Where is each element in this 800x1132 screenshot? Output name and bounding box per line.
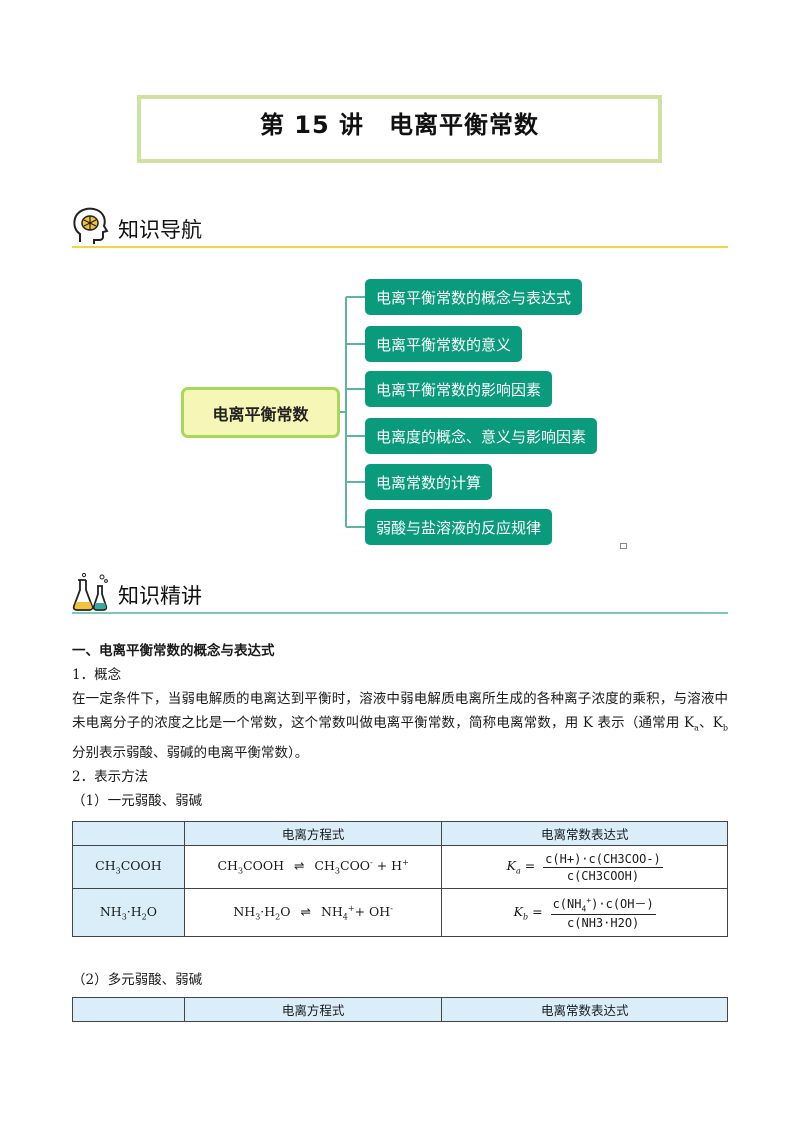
species-cell: CH3COOH (72, 845, 185, 889)
table-header-row: 电离方程式 电离常数表达式 (72, 997, 728, 1022)
subheading-representation: 2．表示方法 (72, 768, 149, 785)
para-sub-a: a (694, 723, 699, 733)
para-text-1: 在一定条件下，当弱电解质的电离达到平衡时，溶液中弱电解质电离所生成的各种离子浓度… (72, 691, 728, 731)
section-header-lecture: 知识精讲 (72, 572, 728, 616)
equation-cell: NH3·H2O ⇌ NH4++ OH- (183, 888, 443, 937)
equilibrium-arrow-icon: ⇌ (293, 858, 305, 874)
para-text-2: 分别表示弱酸、弱碱的电离平衡常数）。 (72, 744, 309, 761)
heading-concept: 一、电离平衡常数的概念与表达式 (72, 643, 275, 659)
k-expression-cell: Kb = c(NH4+)·c(OH－)c(NH3·H2O) (441, 888, 728, 937)
case-polybasic-block: （2）多元弱酸、弱碱 (72, 968, 728, 992)
table-polybasic: 电离方程式 电离常数表达式 (72, 997, 728, 1022)
page-title: 第 15 讲 电离平衡常数 (259, 111, 540, 139)
case-polybasic: （2）多元弱酸、弱碱 (72, 972, 203, 988)
table-header-row: 电离方程式 电离常数表达式 (72, 821, 728, 846)
section-lecture-rule (72, 612, 728, 614)
para-sub-b: b (722, 723, 728, 733)
header-cell: 电离方程式 (183, 821, 443, 846)
section-lecture-label: 知识精讲 (118, 584, 202, 608)
mindmap-branch: 电离常数的计算 (365, 464, 493, 500)
mindmap-branch: 电离平衡常数的概念与表达式 (365, 279, 583, 315)
brain-head-icon (72, 206, 110, 246)
mindmap-branch: 弱酸与盐溶液的反应规律 (365, 509, 553, 545)
flask-icon (72, 572, 110, 612)
header-cell (72, 821, 185, 846)
resize-mark-icon (620, 543, 627, 549)
mindmap-branch: 电离平衡常数的影响因素 (365, 371, 553, 407)
header-cell: 电离方程式 (183, 997, 443, 1022)
header-cell: 电离常数表达式 (441, 821, 728, 846)
header-cell (72, 997, 185, 1022)
table-monobasic: 电离方程式 电离常数表达式 CH3COOH CH3COOH ⇌ CH3COO- … (72, 821, 728, 937)
mindmap-branch: 电离度的概念、意义与影响因素 (365, 418, 598, 454)
mindmap-root: 电离平衡常数 (181, 387, 340, 438)
title-box: 第 15 讲 电离平衡常数 (137, 95, 662, 163)
header-cell: 电离常数表达式 (441, 997, 728, 1022)
case-monobasic: （1）一元弱酸、弱碱 (72, 792, 203, 809)
para-text-mid: 、K (698, 715, 723, 731)
content-block: 一、电离平衡常数的概念与表达式 1．概念 在一定条件下，当弱电解质的电离达到平衡… (72, 639, 728, 813)
section-nav-label: 知识导航 (118, 218, 202, 242)
equation-cell: CH3COOH ⇌ CH3COO- + H+ (183, 845, 443, 889)
table-row: NH3·H2O NH3·H2O ⇌ NH4++ OH- Kb = c(NH4+)… (72, 888, 728, 937)
section-nav-rule (72, 246, 728, 248)
subheading-concept: 1．概念 (72, 667, 122, 683)
paragraph-concept: 在一定条件下，当弱电解质的电离达到平衡时，溶液中弱电解质电离所生成的各种离子浓度… (72, 687, 728, 765)
mindmap-branch: 电离平衡常数的意义 (365, 326, 523, 362)
table-row: CH3COOH CH3COOH ⇌ CH3COO- + H+ Ka = c(H+… (72, 845, 728, 889)
species-cell: NH3·H2O (72, 888, 185, 937)
equilibrium-arrow-icon: ⇌ (300, 903, 311, 919)
k-expression-cell: Ka = c(H+)·c(CH3COO-)c(CH3COOH) (441, 845, 728, 889)
section-header-nav: 知识导航 (72, 206, 728, 250)
